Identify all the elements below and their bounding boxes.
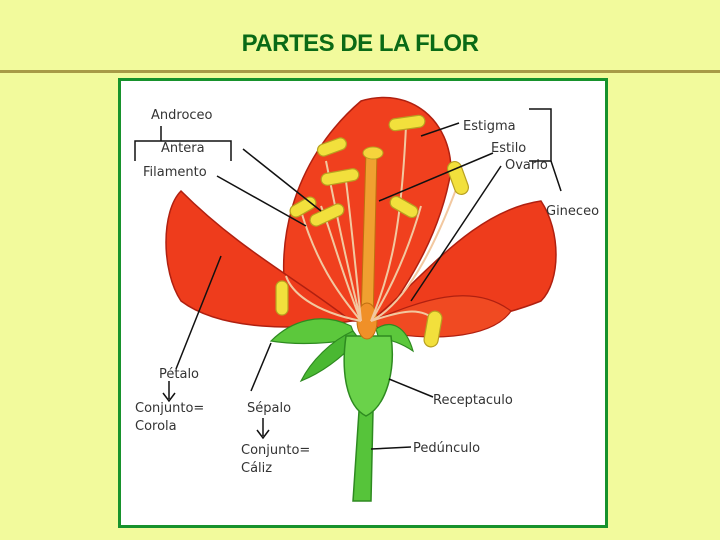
label-ovario: Ovario xyxy=(505,158,548,173)
label-receptaculo: Receptaculo xyxy=(433,393,513,408)
label-estigma: Estigma xyxy=(463,119,516,134)
receptacle xyxy=(344,336,392,416)
peduncle-stem xyxy=(353,411,373,501)
label-androceo: Androceo xyxy=(151,108,213,123)
title-underline xyxy=(0,70,720,73)
flower-diagram: Androceo Antera Filamento Estigma Estilo… xyxy=(118,78,608,528)
label-sepalo: Sépalo xyxy=(247,401,291,416)
label-filamento: Filamento xyxy=(143,165,207,180)
label-conjunto-corola: Conjunto= xyxy=(135,401,204,416)
label-petalo: Pétalo xyxy=(159,367,199,382)
label-corola: Corola xyxy=(135,419,177,434)
label-conjunto-caliz: Conjunto= xyxy=(241,443,310,458)
label-gineceo: Gineceo xyxy=(546,204,599,219)
stigma xyxy=(363,147,383,159)
label-caliz: Cáliz xyxy=(241,461,272,476)
label-estilo: Estilo xyxy=(491,141,526,156)
label-antera: Antera xyxy=(161,141,205,156)
page-title: PARTES DE LA FLOR xyxy=(0,30,720,58)
label-pedunculo: Pedúnculo xyxy=(413,441,480,456)
